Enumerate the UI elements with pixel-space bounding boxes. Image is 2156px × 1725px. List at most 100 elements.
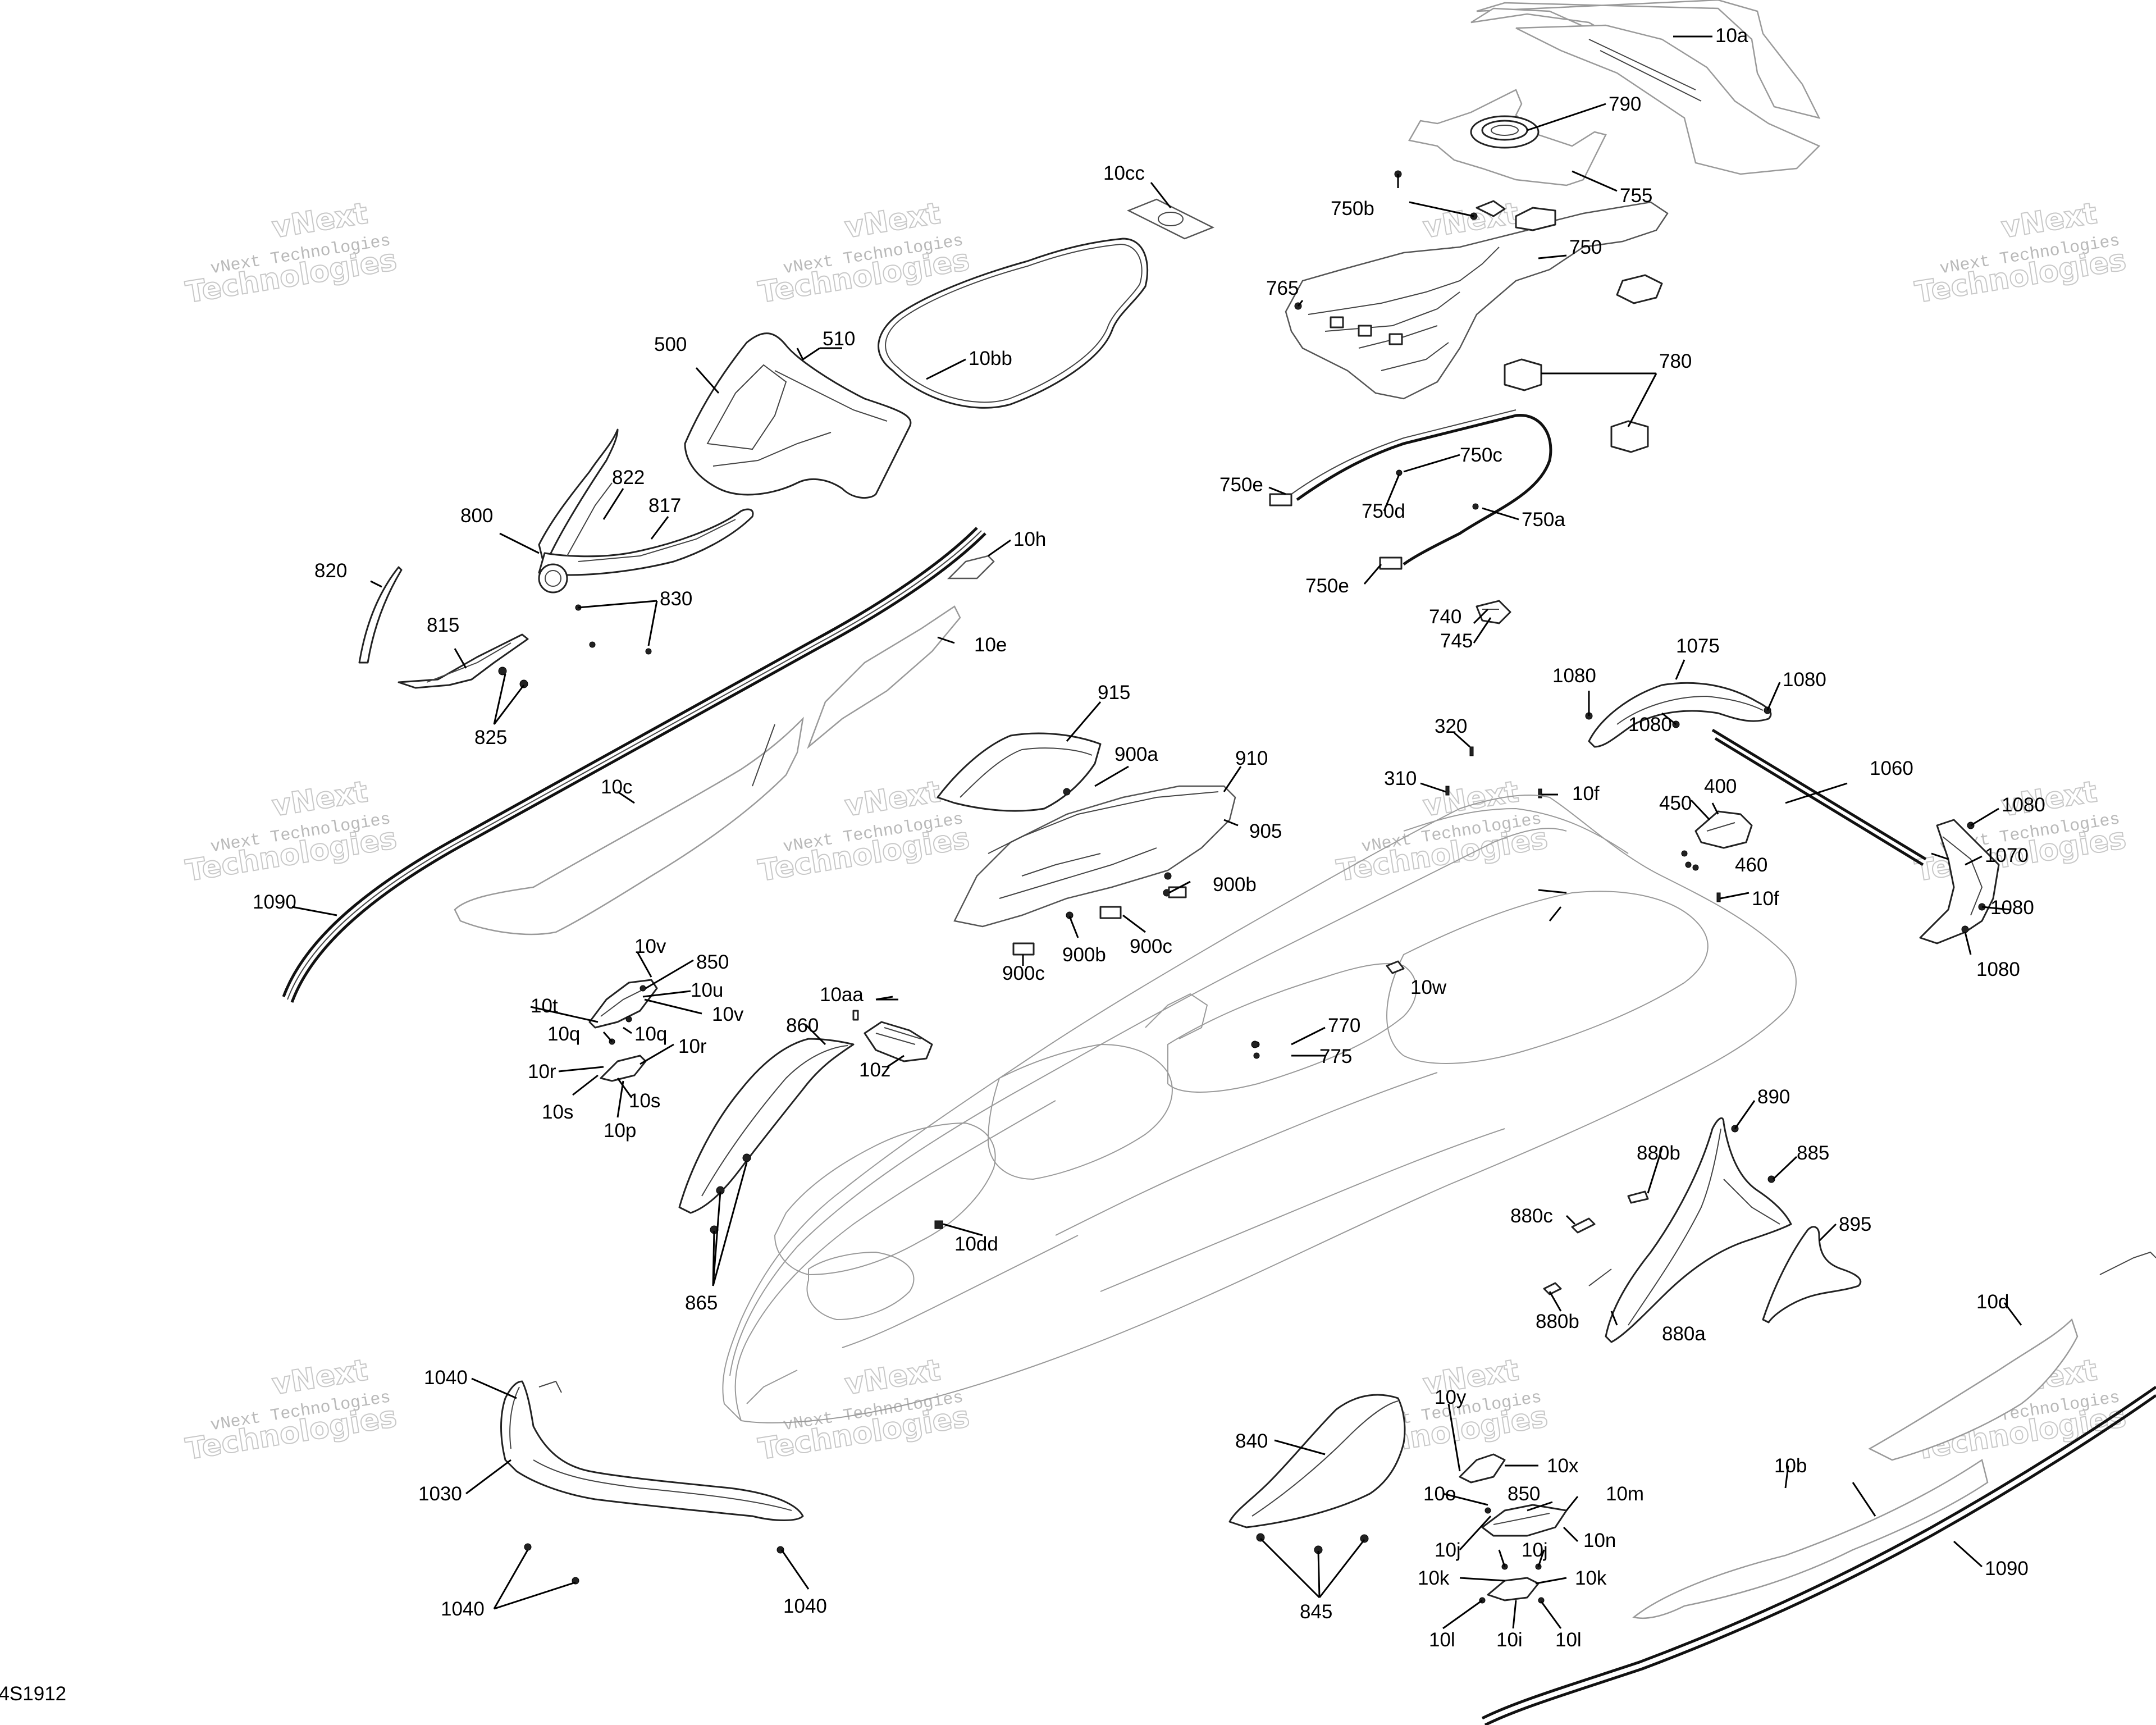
callout: 400 [1704, 775, 1737, 797]
callout: 880b [1637, 1142, 1680, 1164]
strip-1060 [1711, 728, 1927, 866]
small-parts-hull [1251, 960, 1405, 1048]
callout: 845 [1300, 1601, 1332, 1623]
callout: 10f [1572, 783, 1600, 805]
bracket-400 [1694, 810, 1753, 849]
rub-rail-1090-left [282, 527, 986, 1003]
trim-820 [358, 566, 403, 664]
side-panel-840 [1228, 1394, 1406, 1528]
callout: 320 [1435, 715, 1467, 737]
callout: 10m [1606, 1483, 1644, 1505]
callout: 10l [1555, 1629, 1582, 1651]
callout: 10f [1752, 888, 1779, 910]
callout: 1075 [1676, 635, 1720, 657]
callout: 750e [1305, 575, 1349, 597]
callout: 755 [1620, 185, 1652, 207]
callout: 822 [612, 467, 645, 489]
callout: 1080 [1976, 959, 2020, 980]
callout: 790 [1609, 93, 1641, 115]
callout: 10j [1435, 1539, 1461, 1561]
callout: 10p [604, 1120, 636, 1142]
callout: 510 [823, 328, 855, 350]
callout: 10l [1429, 1629, 1455, 1651]
callout: 1090 [253, 891, 296, 913]
drawing-code: 34S1912 [0, 1683, 66, 1705]
front-bumper-800 [538, 428, 754, 594]
callout: 915 [1098, 682, 1130, 704]
callout: 750d [1362, 500, 1405, 522]
clips-780 [1504, 358, 1649, 453]
callout: 1080 [1552, 665, 1596, 687]
bow-bumper-1030 [500, 1380, 804, 1521]
callout: 1040 [424, 1367, 468, 1389]
callout: 840 [1235, 1430, 1268, 1452]
callout: 10r [528, 1061, 556, 1083]
callout: 900b [1062, 944, 1106, 966]
callout: 860 [786, 1015, 819, 1037]
callout: 905 [1249, 820, 1282, 842]
badges-880 [1543, 1190, 1649, 1295]
gasket-10cc [1126, 198, 1215, 240]
deck-decal-10a [1470, 0, 1821, 175]
decal-10h [947, 555, 995, 579]
callout: 1060 [1870, 757, 1913, 779]
watermark: vNext vNext Technologies Technologies [1912, 196, 2129, 311]
callout: 740 [1429, 606, 1461, 628]
visor-500 [684, 332, 912, 499]
callout: 750c [1460, 444, 1502, 466]
callout: 900c [1130, 935, 1172, 957]
callout: 775 [1319, 1046, 1352, 1067]
callout: 1080 [1783, 669, 1826, 691]
bracket-815 [398, 633, 529, 689]
callout: 10b [1774, 1455, 1807, 1477]
callout: 10aa [820, 984, 864, 1006]
callout: 1030 [418, 1483, 462, 1505]
callout: 900a [1114, 743, 1158, 765]
decal-10e [807, 605, 961, 749]
callout: 10j [1522, 1539, 1548, 1561]
callout: 500 [654, 334, 687, 355]
callout: 450 [1659, 792, 1692, 814]
callout: 817 [648, 495, 681, 517]
decal-10d [1868, 1318, 2079, 1461]
callout: 10q [634, 1023, 667, 1045]
callout: 815 [427, 614, 459, 636]
callout: 825 [474, 727, 507, 749]
callout: 890 [1757, 1086, 1790, 1108]
callout: 10z [859, 1059, 890, 1081]
side-panel-880a [1605, 1117, 1792, 1343]
callout: 10k [1418, 1567, 1450, 1589]
callout: 850 [1508, 1483, 1540, 1505]
callout: 10dd [954, 1233, 998, 1255]
callout: 750e [1219, 474, 1263, 496]
callout: 10i [1496, 1629, 1523, 1651]
watermark: vNext vNext Technologies Technologies [756, 774, 972, 889]
callout: 800 [460, 505, 493, 527]
callout: 10r [678, 1035, 707, 1057]
callout: 765 [1266, 277, 1299, 299]
callout: 10cc [1103, 162, 1145, 184]
glovebox-lid-915 [937, 732, 1102, 812]
callout: 1080 [2002, 794, 2045, 816]
watermark: vNext vNext Technologies Technologies [183, 774, 400, 889]
callout: 10e [974, 634, 1007, 656]
callout: 750 [1569, 236, 1602, 258]
callout: 895 [1839, 1213, 1871, 1235]
callout: 1080 [1628, 714, 1672, 736]
callout: 10u [691, 979, 723, 1001]
callout: 10v [634, 935, 666, 957]
callout: 1040 [783, 1595, 827, 1617]
callout: 830 [660, 588, 692, 610]
callout: 10t [531, 995, 558, 1017]
part-illustrations [282, 0, 2156, 1725]
callout: 885 [1797, 1142, 1829, 1164]
callout: 900c [1002, 962, 1045, 984]
callout: 10x [1547, 1455, 1579, 1477]
callout: 10c [601, 776, 632, 798]
callout: 10s [629, 1090, 660, 1112]
callout: 850 [696, 951, 729, 973]
cleat-hardware-right [1459, 1453, 1568, 1604]
callout: 10v [712, 1003, 744, 1025]
callout: 10y [1435, 1386, 1467, 1408]
latch-740 [1476, 600, 1511, 624]
